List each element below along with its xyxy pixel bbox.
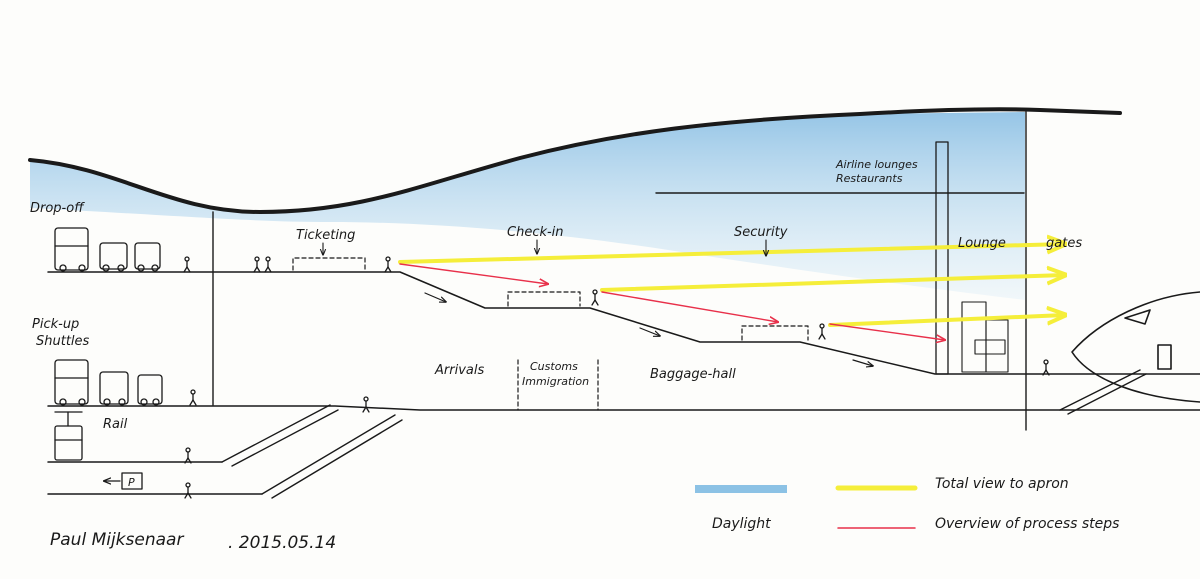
process-line-3 <box>829 323 945 340</box>
process-line-1 <box>399 263 548 284</box>
label-ticketing: Ticketing <box>296 228 355 243</box>
label-rail: Rail <box>103 417 128 432</box>
signature-date: . 2015.05.14 <box>228 533 336 553</box>
label-lounge: Lounge <box>958 236 1006 251</box>
view-line-3 <box>828 315 1065 327</box>
parking-sign <box>104 472 143 490</box>
label-arrivals: Arrivals <box>434 363 484 378</box>
label-shuttles: Shuttles <box>36 334 90 349</box>
legend-total-view: Total view to apron <box>935 476 1069 492</box>
ticketing-counter <box>292 257 366 271</box>
customs-box <box>517 359 599 411</box>
view-lines-yellow <box>398 244 1065 327</box>
label-airline-lounges: Airline lounges <box>835 158 918 171</box>
train-symbol <box>54 411 83 461</box>
escalator-landside-2 <box>261 414 403 499</box>
label-check-in: Check-in <box>507 225 564 240</box>
lounge-blocks <box>961 301 1009 373</box>
label-baggage-hall: Baggage-hall <box>650 367 736 382</box>
process-lines-red <box>399 263 945 340</box>
label-immigration: Immigration <box>522 375 589 388</box>
signature-author: Paul Mijksenaar <box>50 530 184 550</box>
label-customs: Customs <box>530 360 578 373</box>
label-parking: P <box>128 476 135 489</box>
security-counter <box>741 325 809 341</box>
legend-overview: Overview of process steps <box>935 516 1119 532</box>
label-drop-off: Drop-off <box>30 201 85 216</box>
roof-line <box>28 107 1122 214</box>
label-gates: gates <box>1046 236 1082 251</box>
people <box>183 256 1050 499</box>
legend-swatch-daylight <box>695 485 787 493</box>
escalator-landside-1 <box>221 404 339 467</box>
arrivals-floor <box>47 405 1200 411</box>
lift-shaft <box>935 141 949 375</box>
ramp-arrow-1 <box>424 292 446 302</box>
ramp-arrow-3 <box>852 359 873 366</box>
aircraft-nose <box>1071 291 1200 403</box>
drop-off-vehicles <box>54 227 161 272</box>
escalator-airside <box>1059 369 1147 415</box>
legend-daylight: Daylight <box>712 516 771 532</box>
legend: Daylight Total view to apron Overview of… <box>695 476 1119 532</box>
process-line-2 <box>601 291 778 322</box>
checkin-counter <box>507 291 581 307</box>
label-security: Security <box>734 225 788 240</box>
view-line-2 <box>600 275 1065 292</box>
label-restaurants: Restaurants <box>836 172 903 185</box>
view-line-1 <box>398 244 1065 264</box>
departures-floor <box>47 271 1200 375</box>
label-pick-up: Pick-up <box>32 317 79 332</box>
ramp-arrow-2 <box>639 327 660 336</box>
shuttle-vehicles <box>54 359 163 406</box>
